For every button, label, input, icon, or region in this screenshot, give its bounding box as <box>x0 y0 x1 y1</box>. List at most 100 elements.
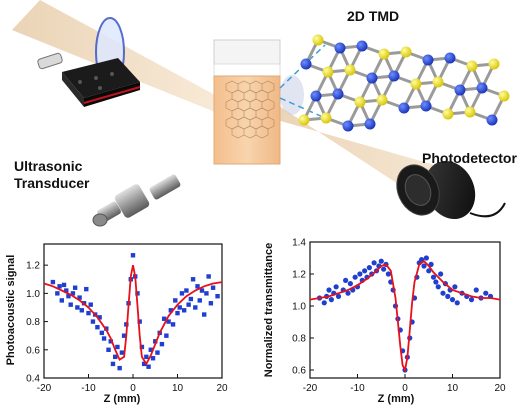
y-tick-label: 0.8 <box>292 334 306 345</box>
data-point <box>181 308 187 313</box>
data-point <box>454 300 460 306</box>
data-point <box>150 356 156 361</box>
chalcogen-atom <box>488 58 500 70</box>
metal-atom <box>398 102 410 114</box>
chart-ylabel: Normalized transmittance <box>263 243 275 377</box>
metal-atom <box>476 82 488 94</box>
x-tick-label: -10 <box>350 383 365 394</box>
data-point <box>84 286 89 292</box>
y-tick-label: 1.4 <box>292 238 306 249</box>
data-point <box>352 274 358 280</box>
data-point <box>328 297 334 303</box>
data-point <box>206 274 211 279</box>
y-tick-label: 1.0 <box>26 289 40 300</box>
data-point <box>468 297 475 303</box>
chart-ylabel: Photoacoustic signal <box>5 255 17 366</box>
data-point <box>135 291 140 296</box>
data-point <box>204 291 209 296</box>
data-point <box>321 300 327 306</box>
y-tick-label: 1.2 <box>292 270 306 281</box>
data-point <box>430 274 437 280</box>
tmd-label: 2D TMD <box>347 8 400 24</box>
tmd-lattice <box>298 34 510 132</box>
data-point <box>155 350 160 355</box>
data-point <box>343 277 349 283</box>
data-point <box>57 284 62 289</box>
data-point <box>168 308 174 313</box>
y-tick-label: 0.6 <box>26 345 40 356</box>
transducer-label-line2: Transducer <box>14 175 90 191</box>
metal-atom <box>300 58 312 70</box>
zoom-line-bottom <box>279 97 326 119</box>
data-point <box>173 298 178 303</box>
data-point <box>440 290 446 296</box>
data-point <box>117 365 122 371</box>
chalcogen-atom <box>466 60 478 72</box>
y-tick-label: 0.6 <box>292 366 306 377</box>
metal-atom <box>310 90 322 102</box>
data-point <box>97 315 102 320</box>
data-point <box>75 305 80 310</box>
chalcogen-atom <box>320 112 332 124</box>
data-point <box>326 287 332 293</box>
data-point <box>161 316 167 321</box>
chalcogen-atom <box>432 76 444 88</box>
transducer-label-line1: Ultrasonic <box>14 158 83 174</box>
x-tick-label: -20 <box>37 383 52 394</box>
metal-atom <box>420 100 432 112</box>
x-tick-label: 0 <box>130 383 136 394</box>
data-point <box>433 279 439 285</box>
data-point <box>208 301 214 306</box>
data-point <box>190 277 196 282</box>
chalcogen-atom <box>410 78 422 90</box>
data-point <box>435 284 441 290</box>
data-point <box>50 279 56 285</box>
chalcogen-atom <box>464 106 476 118</box>
data-point <box>193 305 198 310</box>
data-point <box>106 347 111 352</box>
data-point <box>95 325 100 330</box>
chalcogen-atom <box>498 90 510 102</box>
data-point <box>381 266 387 272</box>
metal-atom <box>454 84 466 96</box>
ultrasonic-transducer <box>92 174 181 227</box>
data-point <box>371 260 377 266</box>
data-point <box>55 291 60 296</box>
data-point <box>347 281 353 287</box>
chalcogen-atom <box>400 46 412 58</box>
x-tick-label: -10 <box>81 383 96 394</box>
data-point <box>177 305 182 310</box>
metal-atom <box>486 114 498 126</box>
data-point <box>61 282 67 288</box>
data-point <box>159 341 165 347</box>
data-point <box>70 291 76 296</box>
metal-atom <box>388 70 400 82</box>
fit-line <box>309 260 501 373</box>
metal-atom <box>422 54 434 66</box>
data-point <box>195 284 200 289</box>
data-point <box>99 330 105 336</box>
x-tick-label: 0 <box>402 383 408 394</box>
data-point <box>449 297 456 303</box>
metal-atom <box>332 88 344 100</box>
data-point <box>66 293 71 299</box>
chalcogen-atom <box>354 96 366 108</box>
x-tick-label: 20 <box>494 383 506 394</box>
chalcogen-atom <box>322 66 334 78</box>
data-point <box>215 293 220 299</box>
data-point <box>164 333 169 338</box>
data-point <box>357 271 363 277</box>
data-point <box>426 268 432 274</box>
chalcogen-atom <box>442 108 454 120</box>
data-point <box>101 336 107 341</box>
metal-atom <box>366 72 378 84</box>
data-point <box>121 333 127 338</box>
metal-atom <box>342 120 354 132</box>
data-point <box>77 295 82 300</box>
chart-xlabel: Z (mm) <box>104 393 141 405</box>
data-point <box>186 302 191 307</box>
data-point <box>108 339 113 344</box>
data-point <box>166 319 171 324</box>
